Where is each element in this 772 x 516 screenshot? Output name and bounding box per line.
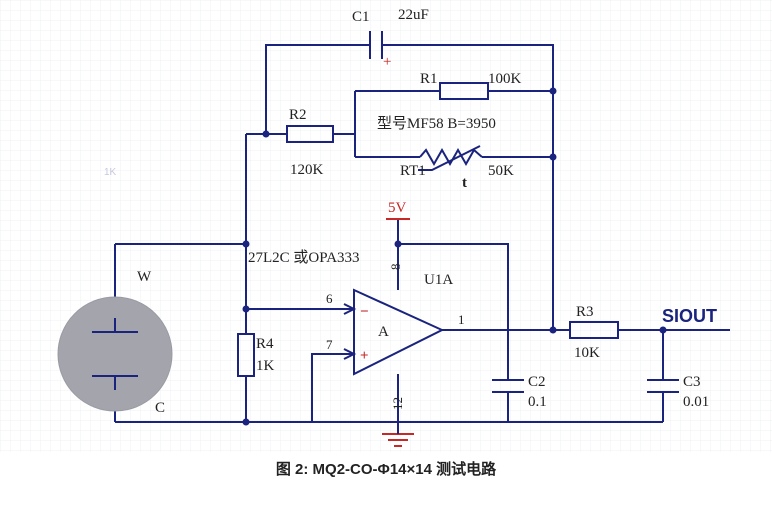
label-siout: SIOUT — [662, 306, 717, 326]
label-c2-value: 0.1 — [528, 394, 547, 410]
label-r2: R2 — [289, 107, 307, 123]
label-model: 型号MF58 B=3950 — [377, 115, 496, 132]
label-c: C — [155, 400, 165, 416]
label-c2: C2 — [528, 374, 546, 390]
resistor-r4 — [237, 333, 255, 377]
label-r3-value: 10K — [574, 345, 600, 361]
ground-symbol — [382, 422, 414, 447]
figure-caption: 图 2: MQ2-CO-Φ14×14 测试电路 — [275, 461, 497, 478]
capacitor-c3 — [647, 379, 679, 393]
label-rt1-t: t — [462, 175, 467, 191]
label-r3: R3 — [576, 304, 594, 320]
label-vcc: 5V — [388, 200, 407, 216]
label-opamp-plus: + — [360, 348, 369, 364]
capacitor-c2 — [492, 379, 524, 393]
label-pin8: 8 — [388, 264, 403, 271]
opamp-u1a — [343, 288, 445, 376]
label-opamp-a: A — [378, 324, 389, 340]
label-rt1: RT1 — [400, 163, 426, 179]
gas-sensor-w-c — [57, 296, 173, 412]
label-r4: R4 — [256, 336, 274, 352]
label-pin1: 1 — [458, 312, 465, 327]
label-r1: R1 — [420, 71, 438, 87]
thermistor-rt1 — [418, 145, 483, 171]
label-pin12: 12 — [390, 397, 405, 410]
label-r1-value: 100K — [488, 71, 522, 87]
label-opamp-minus: − — [360, 304, 369, 320]
label-pin7: 7 — [326, 337, 333, 352]
label-c3-value: 0.01 — [683, 394, 709, 410]
label-c1-value: 22uF — [398, 7, 429, 23]
label-w: W — [137, 269, 152, 285]
label-u1a: U1A — [424, 272, 453, 288]
label-pin6: 6 — [326, 291, 333, 306]
label-ic-type: 27L2C 或OPA333 — [248, 249, 360, 266]
label-ghost-1k: 1K — [104, 167, 117, 178]
label-rt1-value: 50K — [488, 163, 514, 179]
label-r4-value: 1K — [256, 358, 275, 374]
resistor-r1 — [439, 82, 489, 100]
label-c3: C3 — [683, 374, 701, 390]
resistor-r3 — [569, 321, 619, 339]
capacitor-c1 — [364, 31, 390, 59]
label-c1: C1 — [352, 9, 370, 25]
label-r2-value: 120K — [290, 162, 324, 178]
label-c1-plus: + — [383, 54, 391, 70]
junction-dots — [242, 87, 667, 426]
resistor-r2 — [286, 125, 334, 143]
